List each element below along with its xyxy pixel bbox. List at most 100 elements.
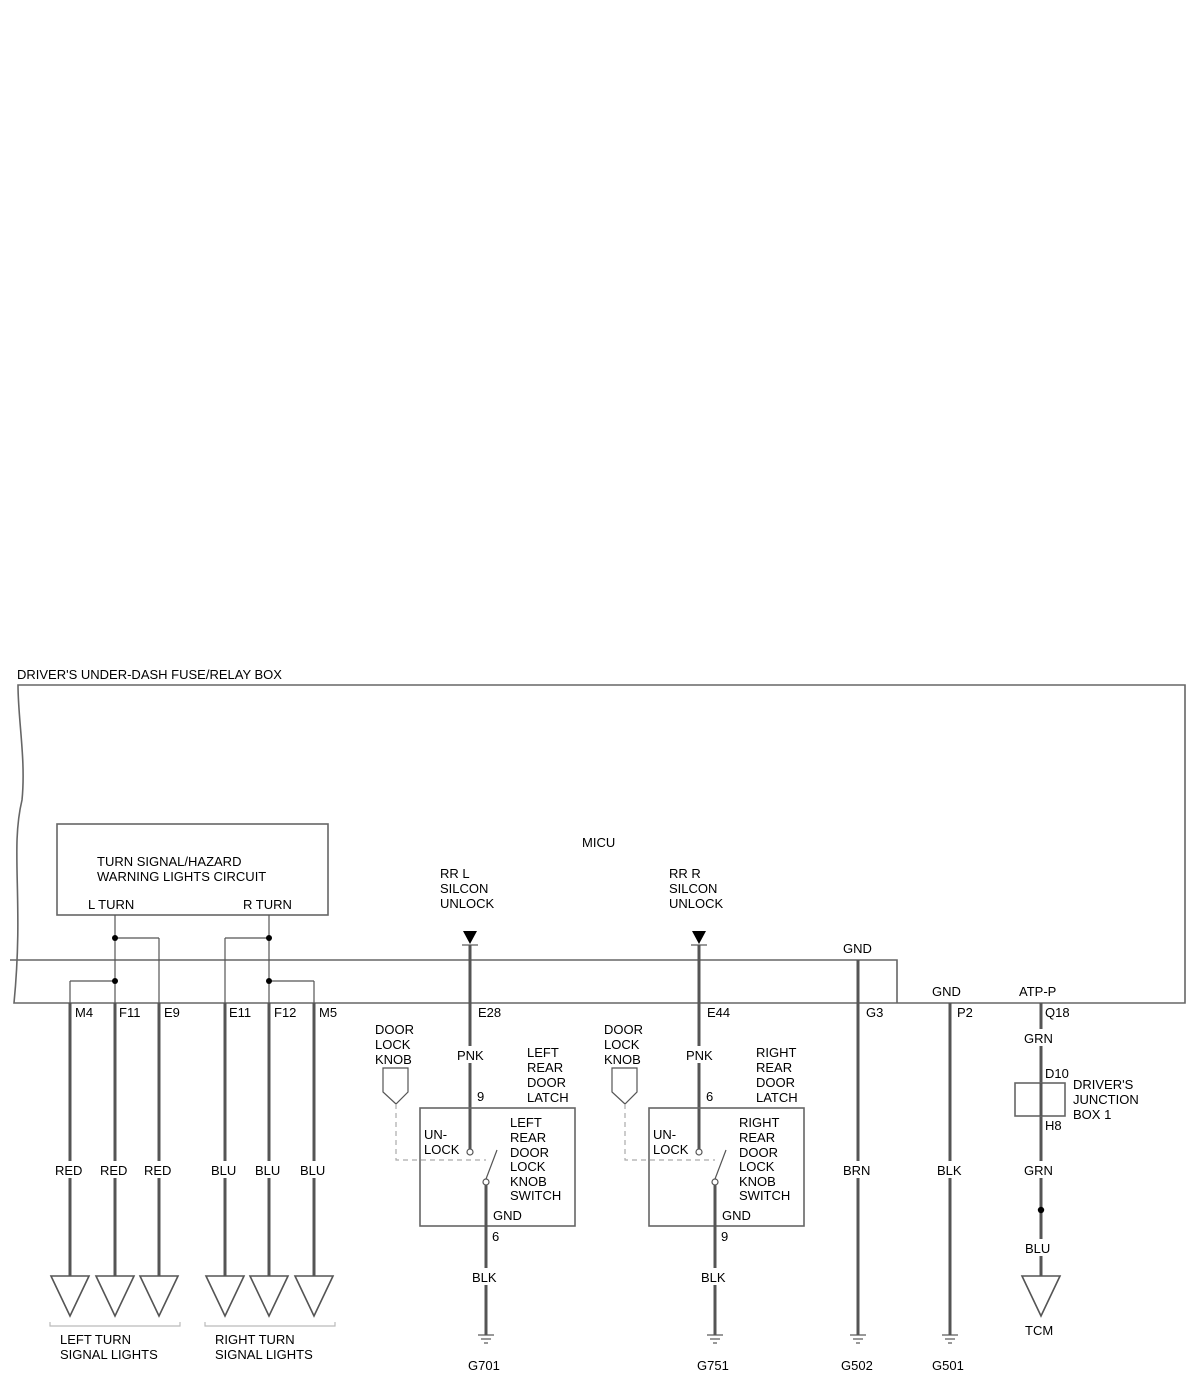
ground-icon-g751 xyxy=(707,1334,723,1344)
right-switch-label-1: RIGHT xyxy=(739,1115,780,1130)
wire-color-brn: BRN xyxy=(843,1163,870,1178)
pin-e9: E9 xyxy=(164,1005,180,1020)
pin-e44: E44 xyxy=(707,1005,730,1020)
rrl-label-3: UNLOCK xyxy=(440,896,495,911)
right-unlock-label-2: LOCK xyxy=(653,1142,689,1157)
right-unlock-label-1: UN- xyxy=(653,1127,676,1142)
left-switch-label-6: SWITCH xyxy=(510,1188,561,1203)
ground-g502-label: G502 xyxy=(841,1358,873,1373)
left-latch-label-1: LEFT xyxy=(527,1045,559,1060)
left-switch-label-1: LEFT xyxy=(510,1115,542,1130)
junction-label-2: JUNCTION xyxy=(1073,1092,1139,1107)
right-switch-label-5: KNOB xyxy=(739,1174,776,1189)
right-knob-linkage xyxy=(624,1104,715,1161)
right-switch-gnd: GND xyxy=(722,1208,751,1223)
wire-color-blk-g501: BLK xyxy=(937,1163,962,1178)
pin-e11: E11 xyxy=(229,1005,251,1020)
left-latch-pin-bottom: 6 xyxy=(492,1229,499,1244)
right-latch-label-4: LATCH xyxy=(756,1090,798,1105)
r-turn-label: R TURN xyxy=(243,897,292,912)
right-bulb-2 xyxy=(248,1275,290,1318)
right-knob-label-2: LOCK xyxy=(604,1037,640,1052)
rrl-output-arrow-icon xyxy=(463,931,477,944)
pin-g3: G3 xyxy=(866,1005,883,1020)
left-switch-label-3: DOOR xyxy=(510,1145,549,1160)
right-lights-bracket xyxy=(204,1322,336,1327)
wire-color-red-1: RED xyxy=(55,1163,82,1178)
wire-color-red-2: RED xyxy=(100,1163,127,1178)
micu-box-outline xyxy=(10,959,898,1003)
wire-color-red-3: RED xyxy=(144,1163,171,1178)
wire-color-pnk-left: PNK xyxy=(457,1048,484,1063)
right-lights-label-2: SIGNAL LIGHTS xyxy=(215,1347,313,1362)
fuse-relay-box-outline xyxy=(13,684,1186,1004)
atp-p-label: ATP-P xyxy=(1019,984,1056,999)
left-switch-gnd: GND xyxy=(493,1208,522,1223)
left-lights-label-2: SIGNAL LIGHTS xyxy=(60,1347,158,1362)
pin-m5: M5 xyxy=(319,1005,337,1020)
right-switch-label-2: REAR xyxy=(739,1130,775,1145)
wire-color-blk-right: BLK xyxy=(701,1270,726,1285)
rrr-label-1: RR R xyxy=(669,866,701,881)
pin-m4: M4 xyxy=(75,1005,93,1020)
wire-color-blu-3: BLU xyxy=(300,1163,325,1178)
left-lights-bracket xyxy=(49,1322,181,1327)
left-door-lock-knob-switch-box xyxy=(419,1107,576,1227)
rrr-label-2: SILCON xyxy=(669,881,717,896)
wire-color-grn-top: GRN xyxy=(1024,1031,1053,1046)
circuit-label-line1: TURN SIGNAL/HAZARD xyxy=(97,854,241,869)
right-door-lock-knob-icon xyxy=(611,1067,638,1105)
pin-e28: E28 xyxy=(478,1005,501,1020)
left-knob-label-1: DOOR xyxy=(375,1022,414,1037)
left-switch-label-4: LOCK xyxy=(510,1159,546,1174)
left-switch-icon xyxy=(466,1148,498,1335)
wire-color-pnk-right: PNK xyxy=(686,1048,713,1063)
left-latch-label-4: LATCH xyxy=(527,1090,569,1105)
right-latch-label-2: REAR xyxy=(756,1060,792,1075)
right-latch-label-1: RIGHT xyxy=(756,1045,797,1060)
right-latch-pin-bottom: 9 xyxy=(721,1229,728,1244)
right-switch-icon xyxy=(695,1148,727,1335)
fuse-relay-box-title: DRIVER'S UNDER-DASH FUSE/RELAY BOX xyxy=(17,667,282,682)
right-switch-label-6: SWITCH xyxy=(739,1188,790,1203)
ground-icon-g501 xyxy=(942,1334,958,1344)
pin-p2: P2 xyxy=(957,1005,973,1020)
left-unlock-label-2: LOCK xyxy=(424,1142,460,1157)
left-knob-linkage xyxy=(395,1104,486,1161)
right-latch-pin-top: 6 xyxy=(706,1089,713,1104)
right-switch-label-4: LOCK xyxy=(739,1159,775,1174)
ground-icon-g701 xyxy=(478,1334,494,1344)
right-door-lock-knob-switch-box xyxy=(648,1107,805,1227)
ground-g701-label: G701 xyxy=(468,1358,500,1373)
right-knob-label-1: DOOR xyxy=(604,1022,643,1037)
left-bulb-3 xyxy=(138,1275,180,1318)
left-door-lock-knob-icon xyxy=(382,1067,409,1105)
l-turn-wiring xyxy=(69,915,160,1003)
left-knob-label-2: LOCK xyxy=(375,1037,411,1052)
splice-point xyxy=(1037,1206,1045,1214)
left-latch-label-3: DOOR xyxy=(527,1075,566,1090)
left-knob-label-3: KNOB xyxy=(375,1052,412,1067)
right-switch-label-3: DOOR xyxy=(739,1145,778,1160)
ground-g751-label: G751 xyxy=(697,1358,729,1373)
wire-color-blu-1: BLU xyxy=(211,1163,236,1178)
pin-q18: Q18 xyxy=(1045,1005,1070,1020)
junction-label-3: BOX 1 xyxy=(1073,1107,1111,1122)
right-knob-label-3: KNOB xyxy=(604,1052,641,1067)
micu-gnd-label: GND xyxy=(843,941,872,956)
circuit-label-line2: WARNING LIGHTS CIRCUIT xyxy=(97,869,266,884)
ground-g501-label: G501 xyxy=(932,1358,964,1373)
r-turn-wiring xyxy=(224,915,315,1003)
left-lights-label-1: LEFT TURN xyxy=(60,1332,131,1347)
right-lights-label-1: RIGHT TURN xyxy=(215,1332,295,1347)
left-latch-label-2: REAR xyxy=(527,1060,563,1075)
junction-pin-d10: D10 xyxy=(1045,1066,1069,1081)
ground-icon-g502 xyxy=(850,1334,866,1344)
pin-f11: F11 xyxy=(119,1005,140,1020)
left-latch-pin-top: 9 xyxy=(477,1089,484,1104)
left-unlock-label-1: UN- xyxy=(424,1127,447,1142)
turn-signal-bulbs xyxy=(49,1275,335,1318)
wire-color-blu-2: BLU xyxy=(255,1163,280,1178)
turn-wire-color-labels: RED RED RED BLU BLU BLU xyxy=(52,1161,332,1178)
